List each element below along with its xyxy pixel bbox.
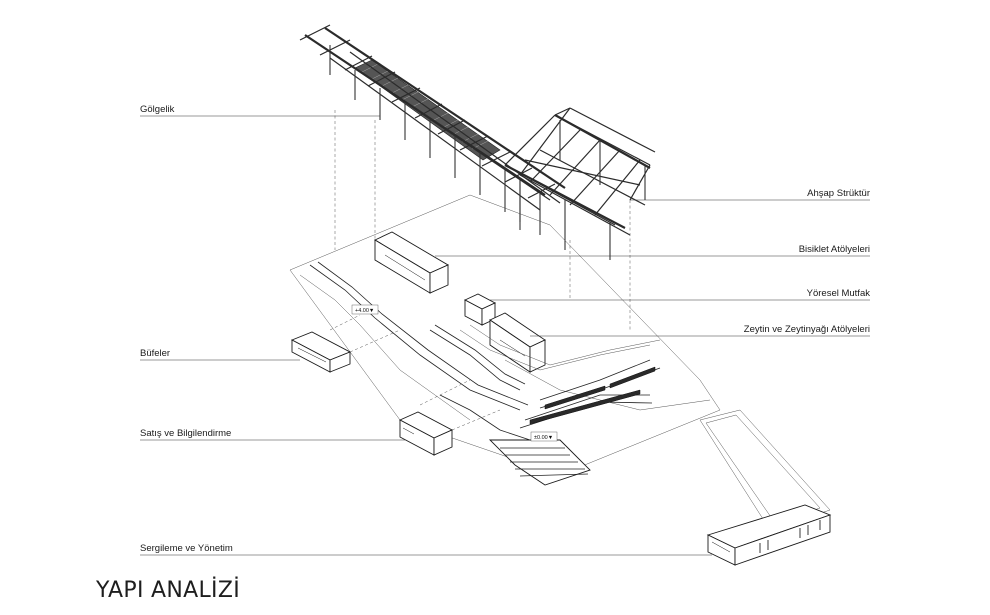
- elevation-markers: +4.00▼ ±0.00▼: [351, 304, 558, 442]
- label-yoresel-mutfak: Yöresel Mutfak: [807, 288, 871, 299]
- exhibition-admin-building: [699, 409, 832, 566]
- leader-lines: [140, 115, 870, 556]
- olive-workshop: [489, 312, 546, 373]
- diagram-title: YAPI ANALİZİ: [95, 577, 240, 603]
- terrace-walls: [429, 324, 661, 429]
- elevation-lower: ±0.00▼: [534, 435, 553, 441]
- shade-canopy: [299, 24, 566, 250]
- kiosk: [290, 314, 401, 373]
- label-zeytin-atolyeleri: Zeytin ve Zeytinyağı Atölyeleri: [744, 324, 870, 335]
- label-ahsap-struktur: Ahşap Strüktür: [807, 188, 870, 199]
- steps: [439, 394, 591, 486]
- sales-info-building: [398, 379, 501, 456]
- label-golgelik: Gölgelik: [140, 104, 175, 115]
- elevation-upper: +4.00▼: [355, 308, 374, 314]
- label-satis-bilgilendirme: Satış ve Bilgilendirme: [140, 428, 231, 439]
- label-sergileme-yonetim: Sergileme ve Yönetim: [140, 543, 233, 554]
- label-bisiklet-atolyeleri: Bisiklet Atölyeleri: [799, 244, 870, 255]
- timber-structure: [504, 107, 656, 330]
- label-bufeler: Büfeler: [140, 348, 170, 359]
- bicycle-workshop: [374, 231, 449, 294]
